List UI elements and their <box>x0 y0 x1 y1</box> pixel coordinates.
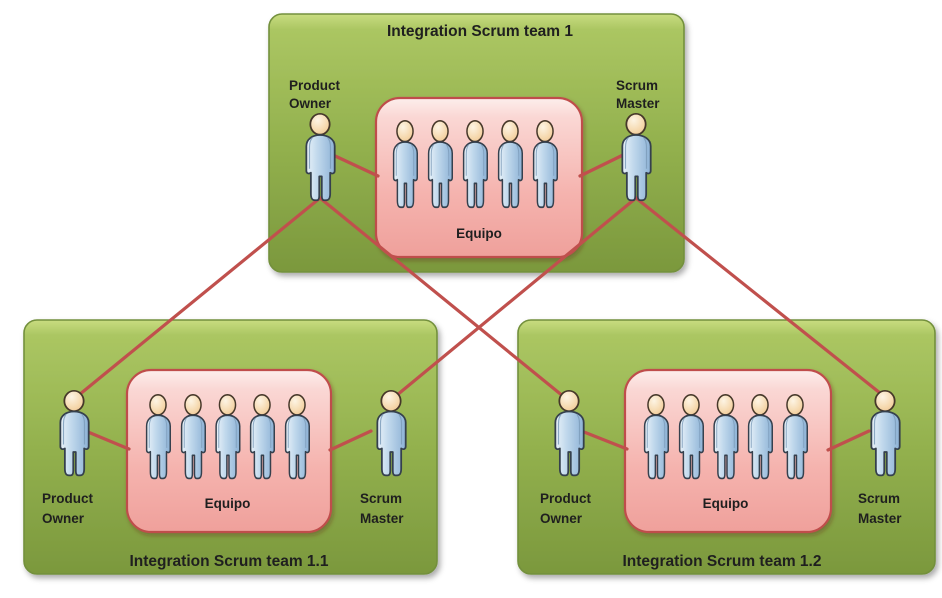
team-1-2-product-owner-label-line1: Product <box>540 491 592 506</box>
connector-team11-equipo-sm <box>328 429 373 452</box>
connector-team1-equipo-sm <box>578 153 625 178</box>
team-1-1-scrum-master-label-line2: Master <box>360 511 404 526</box>
labels-layer: Integration Scrum team 1 Integration Scr… <box>42 23 902 570</box>
connector-po1-to-po12 <box>318 196 571 403</box>
team-1-2-product-owner-label-line2: Owner <box>540 511 583 526</box>
team-1-1-scrum-master-label-line1: Scrum <box>360 491 402 506</box>
team-1-1-product-owner-label-line2: Owner <box>42 511 85 526</box>
team-1-2-scrum-master-label-line1: Scrum <box>858 491 900 506</box>
team-1-product-owner-label-line2: Owner <box>289 96 332 111</box>
connectors-layer <box>72 153 887 452</box>
connector-team11-po-equipo <box>86 430 131 451</box>
team-1-equipo-label: Equipo <box>456 226 502 241</box>
team-1-1-product-owner-label-line1: Product <box>42 491 94 506</box>
team-1-scrum-master-label-line1: Scrum <box>616 78 658 93</box>
team-1-1-equipo-label: Equipo <box>205 496 251 511</box>
connector-sm1-to-sm11 <box>389 196 638 402</box>
team-1-1-title: Integration Scrum team 1.1 <box>130 553 329 570</box>
team-1-product-owner-label-line1: Product <box>289 78 341 93</box>
connector-po1-to-po11 <box>72 196 322 401</box>
team-1-2-scrum-master-label-line2: Master <box>858 511 902 526</box>
team-1-2-equipo-label: Equipo <box>703 496 749 511</box>
team-1-scrum-master-label-line2: Master <box>616 96 660 111</box>
connector-team12-equipo-sm <box>826 429 871 452</box>
connector-team1-po-equipo <box>331 153 380 178</box>
team-1-2-title: Integration Scrum team 1.2 <box>623 553 822 570</box>
connector-sm1-to-sm12 <box>634 196 887 399</box>
team-1-title: Integration Scrum team 1 <box>387 23 573 40</box>
connector-team12-po-equipo <box>582 430 629 451</box>
team-boxes-layer <box>23 13 936 575</box>
